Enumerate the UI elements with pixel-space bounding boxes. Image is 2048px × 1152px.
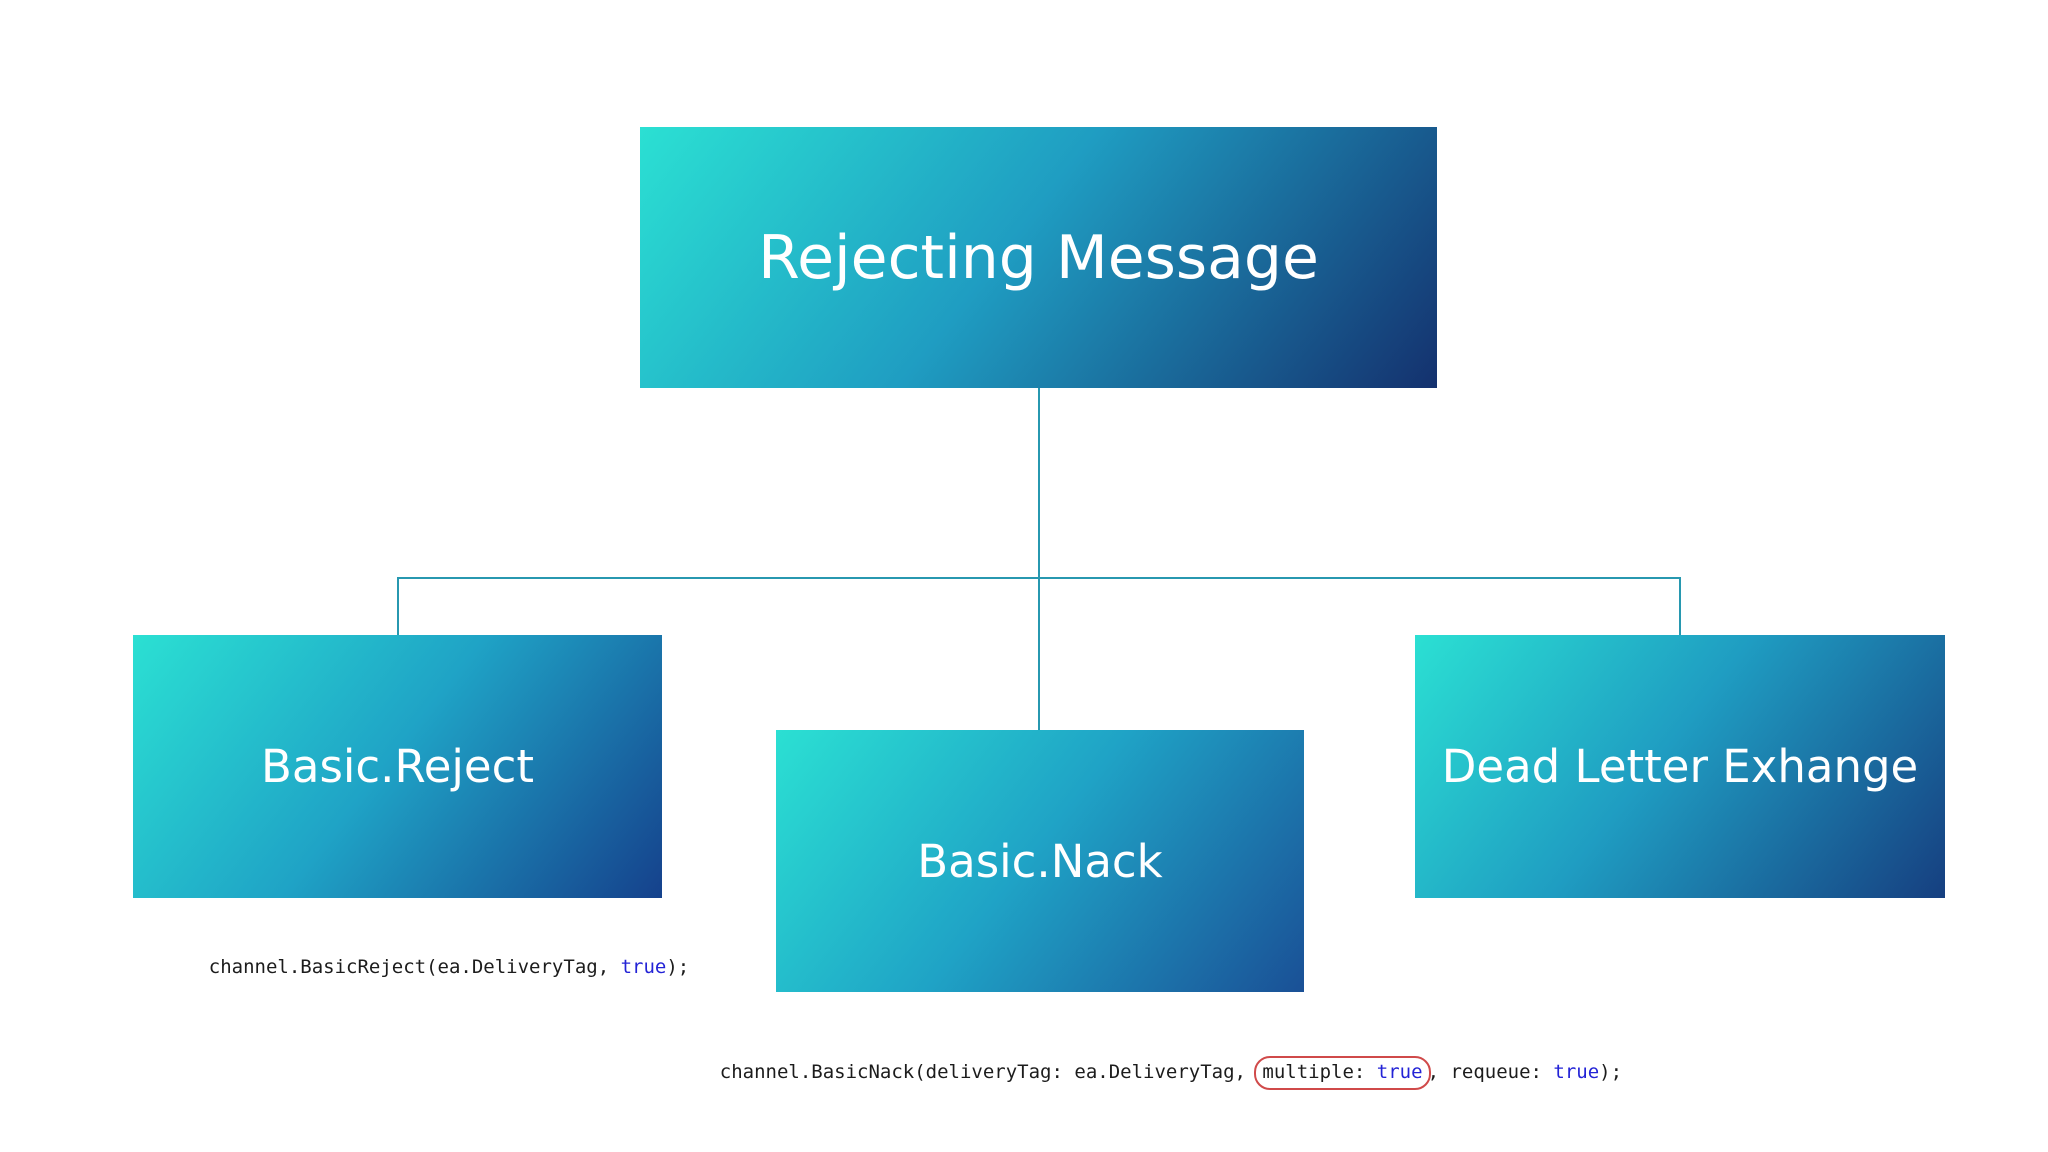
node-basic-reject: Basic.Reject	[133, 635, 662, 898]
code-segment: , requeue:	[1427, 1061, 1554, 1083]
code-basic-reject: channel.BasicReject(ea.DeliveryTag, true…	[163, 928, 689, 1006]
code-basic-nack: channel.BasicNack(deliveryTag: ea.Delive…	[674, 1033, 1622, 1111]
connector-drop-middle	[1038, 577, 1040, 731]
code-segment: );	[1599, 1061, 1623, 1083]
highlight-oval: multiple: true	[1254, 1056, 1431, 1090]
connector-drop-right	[1679, 577, 1681, 636]
code-keyword-true: true	[1376, 1061, 1423, 1083]
connector-drop-left	[397, 577, 399, 636]
node-basic-nack: Basic.Nack	[776, 730, 1304, 992]
code-segment: );	[666, 956, 690, 978]
node-basic-nack-label: Basic.Nack	[917, 834, 1163, 888]
code-segment: multiple:	[1262, 1061, 1377, 1083]
node-rejecting-message: Rejecting Message	[640, 127, 1437, 388]
code-segment: channel.BasicNack(deliveryTag: ea.Delive…	[719, 1061, 1258, 1083]
node-dead-letter-exchange-label: Dead Letter Exhange	[1441, 740, 1919, 793]
code-keyword-true: true	[1553, 1061, 1600, 1083]
connector-title-stem	[1038, 388, 1040, 578]
code-segment: channel.BasicReject(ea.DeliveryTag,	[208, 956, 621, 978]
code-keyword-true: true	[620, 956, 667, 978]
node-dead-letter-exchange: Dead Letter Exhange	[1415, 635, 1945, 898]
node-basic-reject-label: Basic.Reject	[261, 740, 534, 793]
node-rejecting-message-label: Rejecting Message	[758, 222, 1319, 293]
